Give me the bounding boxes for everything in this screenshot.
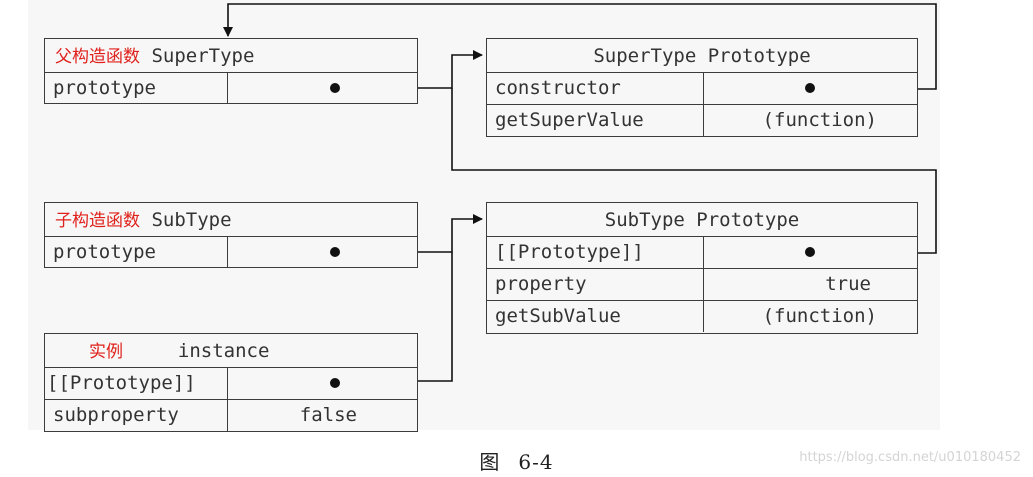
instance-box: 实例 instance [[Prototype]] subproperty fa…	[44, 333, 418, 432]
sub-proto-prototype-key: [[Prototype]]	[487, 237, 704, 268]
instance-prototype-value	[228, 368, 417, 399]
subproperty-value: false	[228, 400, 417, 431]
get-super-value-key: getSuperValue	[487, 105, 704, 136]
subtype-prototype-title: SubType Prototype	[604, 209, 800, 231]
subtype-prototype-value	[228, 237, 417, 267]
subtype-prototype-box: SubType Prototype [[Prototype]] property…	[486, 202, 918, 334]
supertype-prototype-row: prototype	[45, 72, 417, 103]
watermark: https://blog.csdn.net/u010180452	[799, 450, 1021, 465]
get-sub-value-value: (function)	[704, 301, 917, 332]
pointer-dot	[805, 83, 815, 93]
constructor-row: constructor	[487, 72, 917, 104]
pointer-dot	[330, 378, 340, 388]
supertype-name: SuperType	[151, 45, 255, 67]
figure-caption: 图 6-4	[0, 446, 1033, 475]
get-sub-value-row: getSubValue (function)	[487, 300, 917, 332]
supertype-title: 父构造函数 SuperType	[55, 41, 254, 72]
subtype-title: 子构造函数 SubType	[55, 205, 232, 236]
property-row: property true	[487, 268, 917, 300]
constructor-key: constructor	[487, 73, 704, 104]
subtype-constructor-box: 子构造函数 SubType prototype	[44, 202, 418, 268]
supertype-prototype-box: SuperType Prototype constructor getSuper…	[486, 38, 918, 137]
parent-constructor-cn-label: 父构造函数	[55, 47, 140, 67]
instance-prototype-row: [[Prototype]]	[45, 367, 417, 399]
subproperty-row: subproperty false	[45, 399, 417, 431]
supertype-prototype-value	[228, 73, 417, 103]
supertype-prototype-title: SuperType Prototype	[593, 45, 811, 67]
pointer-dot	[330, 247, 340, 257]
constructor-value	[704, 73, 917, 104]
subproperty-key: subproperty	[45, 400, 228, 431]
property-value-text: true	[825, 273, 871, 295]
instance-name: instance	[177, 340, 270, 362]
child-constructor-cn-label: 子构造函数	[55, 211, 140, 231]
get-super-value-value: (function)	[704, 105, 917, 136]
get-sub-value-key: getSubValue	[487, 301, 704, 332]
subtype-prototype-row: prototype	[45, 236, 417, 267]
subtype-name: SubType	[151, 209, 232, 231]
sub-proto-prototype-value	[704, 237, 917, 268]
instance-title: 实例 instance	[89, 336, 269, 367]
supertype-constructor-box: 父构造函数 SuperType prototype	[44, 38, 418, 104]
supertype-prototype-key: prototype	[45, 73, 228, 103]
figure-number: 6-4	[518, 450, 554, 474]
get-super-value-text: (function)	[762, 109, 877, 131]
subtype-prototype-key: prototype	[45, 237, 228, 267]
pointer-dot	[805, 247, 815, 257]
property-key: property	[487, 269, 704, 300]
get-super-value-row: getSuperValue (function)	[487, 104, 917, 136]
instance-cn-label: 实例	[89, 342, 123, 362]
property-value: true	[704, 269, 917, 300]
pointer-dot	[330, 83, 340, 93]
get-sub-value-text: (function)	[762, 305, 877, 327]
subproperty-value-text: false	[299, 404, 357, 426]
figure-label: 图	[479, 450, 501, 474]
sub-proto-prototype-row: [[Prototype]]	[487, 236, 917, 268]
instance-prototype-key: [[Prototype]]	[45, 368, 228, 399]
